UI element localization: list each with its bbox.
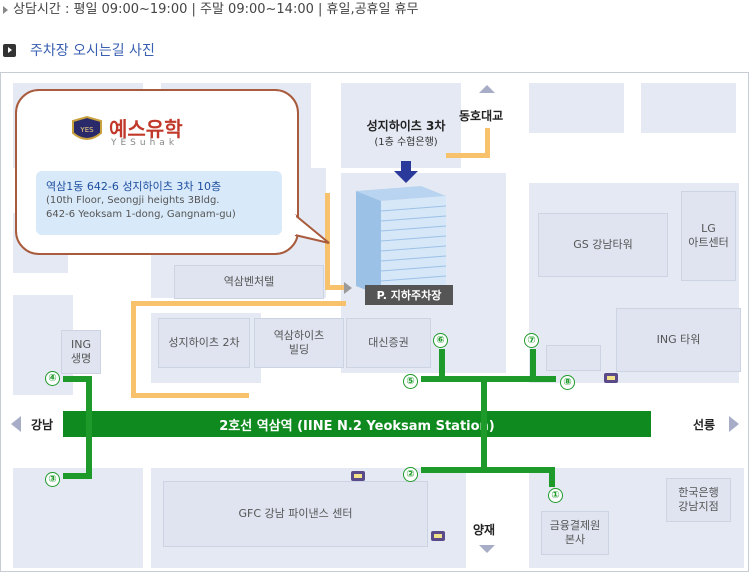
building-daishin: 대신증권	[346, 318, 431, 368]
city-block	[641, 83, 736, 133]
direction-north: 동호대교	[459, 109, 504, 123]
exit-2: ②	[403, 467, 418, 482]
route-line	[131, 301, 136, 396]
exit-path	[63, 473, 92, 479]
exit-path	[86, 378, 92, 478]
exit-path	[439, 349, 445, 379]
route-line	[446, 153, 490, 158]
bus-stop-icon	[431, 531, 445, 541]
logo-text: 예스유학	[109, 117, 183, 141]
logo-emblem-icon: YES	[72, 115, 102, 140]
direction-south: 양재	[473, 523, 496, 537]
target-building-name: 성지하이츠 3차	[366, 119, 446, 133]
address-callout: YES 예스유학 YESuhak 역삼1동 642-6 성지하이츠 3차 10층…	[15, 89, 299, 255]
address-box: 역삼1동 642-6 성지하이츠 3차 10층 (10th Floor, Seo…	[36, 171, 282, 235]
east-arrow-icon	[729, 416, 739, 432]
play-bullet-icon	[3, 44, 16, 57]
direction-west: 강남	[31, 418, 54, 432]
exit-path	[421, 467, 551, 473]
bus-stop-icon	[604, 373, 618, 383]
building-seongji2: 성지하이츠 2차	[158, 318, 250, 368]
exit-1: ①	[548, 488, 563, 503]
target-building-icon	[356, 186, 447, 296]
address-korean: 역삼1동 642-6 성지하이츠 3차 10층	[46, 180, 222, 193]
west-arrow-icon	[11, 416, 21, 432]
route-line	[325, 285, 347, 290]
exit-8: ⑧	[560, 375, 575, 390]
section-title: 주차장 오시는길 사진	[0, 40, 155, 62]
exit-path	[530, 349, 536, 379]
direction-east: 선릉	[693, 418, 716, 432]
north-arrow-icon	[479, 85, 495, 93]
south-arrow-icon	[479, 545, 495, 553]
exit-path	[421, 376, 556, 382]
yeoksam-station: 2호선 역삼역 (IINE N.2 Yeoksam Station)	[63, 411, 651, 437]
route-line	[131, 393, 249, 398]
building-ing-life: ING 생명	[61, 330, 101, 374]
building-lg-art: LG 아트센터	[681, 191, 736, 281]
exit-6: ⑥	[433, 333, 448, 348]
building-yeoksam-venture: 역삼벤처텔	[174, 265, 324, 299]
consultation-hours: 상담시간 : 평일 09:00~19:00 | 주말 09:00~14:00 |…	[0, 0, 750, 22]
city-block	[529, 83, 624, 133]
building-kftc: 금융결제원 본사	[541, 511, 609, 555]
callout-tail	[291, 214, 330, 244]
logo-subtext: YESuhak	[111, 138, 179, 148]
svg-text:YES: YES	[79, 126, 94, 134]
city-block	[13, 468, 143, 568]
building-yeoksam-heights: 역삼하이츠 빌딩	[254, 318, 344, 368]
exit-7: ⑦	[524, 333, 539, 348]
down-arrow-icon	[394, 161, 418, 183]
exit-4: ④	[45, 371, 60, 386]
building-gs-tower: GS 강남타워	[538, 213, 668, 277]
parking-label: P. 지하주차장	[365, 285, 453, 305]
target-building-sub: (1층 수협은행)	[374, 137, 438, 148]
city-block	[341, 83, 461, 168]
exit-5: ⑤	[403, 374, 418, 389]
exit-path	[481, 378, 487, 473]
building-ing-tower: ING 타워	[616, 308, 741, 372]
exit-path	[549, 467, 555, 487]
parking-map: 역삼벤처텔 성지하이츠 2차 역삼하이츠 빌딩 대신증권 ING 생명 GS 강…	[0, 72, 749, 572]
triangle-bullet-icon	[3, 6, 8, 14]
route-arrow-icon	[344, 282, 352, 294]
building-gfc: GFC 강남 파이낸스 센터	[163, 481, 428, 547]
route-line	[485, 128, 490, 158]
exit-3: ③	[45, 472, 60, 487]
bus-stop-icon	[351, 471, 365, 481]
address-english: (10th Floor, Seongji heights 3Bldg. 642-…	[46, 195, 236, 220]
exit-path	[63, 376, 92, 382]
small-building	[546, 345, 601, 371]
route-line	[131, 301, 346, 306]
building-bok: 한국은행 강남지점	[666, 478, 731, 522]
